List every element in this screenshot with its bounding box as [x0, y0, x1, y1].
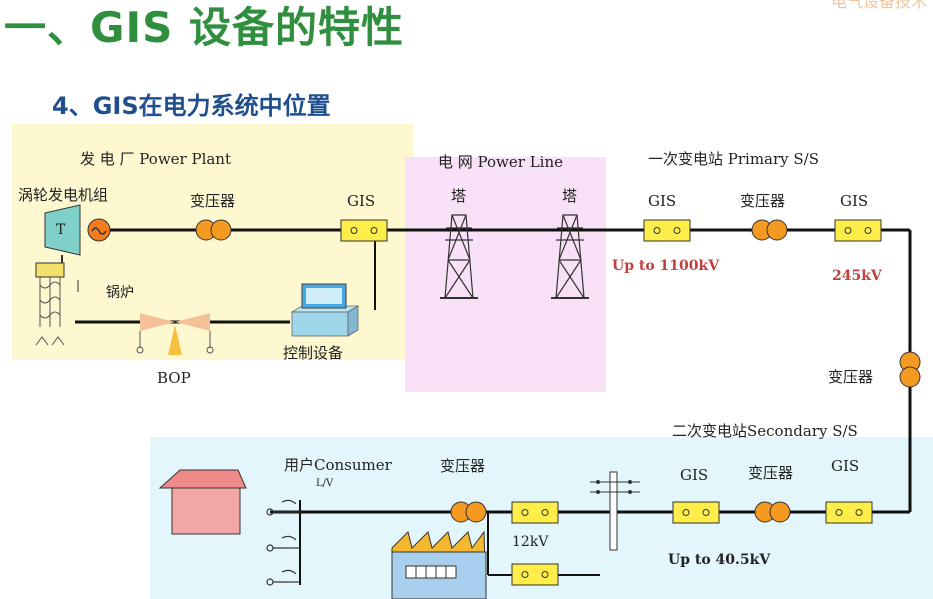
tower-1-label: 塔: [451, 187, 467, 205]
tower-2-icon: [551, 214, 589, 299]
power-line-title: 电 网 Power Line: [438, 153, 564, 171]
primary-gis-1-label: GIS: [648, 192, 677, 210]
lv-switches-icon: [266, 499, 300, 586]
tower-1-icon: [440, 214, 478, 299]
lv-label: L/V: [316, 478, 334, 489]
tower-2-label: 塔: [562, 187, 578, 205]
corner-watermark-text: 电气设备技术: [830, 0, 927, 11]
secondary-transformer-icon: [754, 501, 791, 523]
primary-voltage-out-label: 245kV: [832, 268, 882, 284]
secondary-gis-2-icon: [825, 501, 873, 524]
power-line-region: [405, 157, 606, 392]
control-equipment-icon: [290, 283, 360, 337]
consumer-transformer-icon: [450, 501, 487, 523]
secondary-substation-title: 二次变电站Secondary S/S: [672, 422, 858, 440]
primary-gis-1-icon: [643, 219, 691, 242]
control-equipment-label: 控制设备: [283, 344, 344, 362]
primary-gis-2-label: GIS: [840, 192, 869, 210]
secondary-voltage-label: Up to 40.5kV: [668, 552, 771, 568]
consumer-voltage-label: 12kV: [512, 534, 549, 550]
primary-transformer-label: 变压器: [740, 192, 786, 210]
factory-gis-icon: [511, 563, 559, 586]
link-transformer-icon: [899, 351, 921, 388]
section-title: 4、GIS在电力系统中位置: [52, 92, 331, 120]
primary-voltage-in-label: Up to 1100kV: [612, 258, 720, 274]
plant-transformer-icon: [195, 219, 232, 241]
boiler-label: 锅炉: [106, 285, 134, 301]
page-title: 一、GIS 设备的特性: [4, 3, 404, 52]
primary-substation-title: 一次变电站 Primary S/S: [648, 150, 820, 168]
plant-gis-label: GIS: [347, 192, 376, 210]
consumer-gis-icon: [511, 501, 559, 524]
bop-pump-icon: [136, 313, 214, 355]
distribution-pole-icon: [590, 471, 640, 551]
generator-label: 涡轮发电机组: [18, 186, 109, 204]
secondary-gis-2-label: GIS: [831, 457, 860, 475]
secondary-gis-1-icon: [672, 501, 720, 524]
primary-transformer-icon: [751, 219, 788, 241]
generator-icon: [87, 218, 111, 242]
secondary-gis-1-label: GIS: [680, 466, 709, 484]
link-transformer-label: 变压器: [828, 368, 874, 386]
plant-transformer-label: 变压器: [190, 192, 236, 210]
factory-icon: [391, 530, 487, 599]
plant-gis-icon: [340, 219, 388, 242]
house-icon: [158, 469, 247, 535]
consumer-transformer-label: 变压器: [440, 457, 486, 475]
turbine-icon: [44, 204, 81, 265]
turbine-symbol: T: [56, 222, 66, 238]
secondary-transformer-label: 变压器: [748, 464, 794, 482]
bop-label: BOP: [157, 369, 191, 387]
boiler-icon: [35, 262, 65, 346]
power-plant-title: 发 电 厂 Power Plant: [80, 150, 231, 168]
primary-gis-2-icon: [834, 219, 882, 242]
consumer-title: 用户Consumer: [284, 456, 392, 474]
